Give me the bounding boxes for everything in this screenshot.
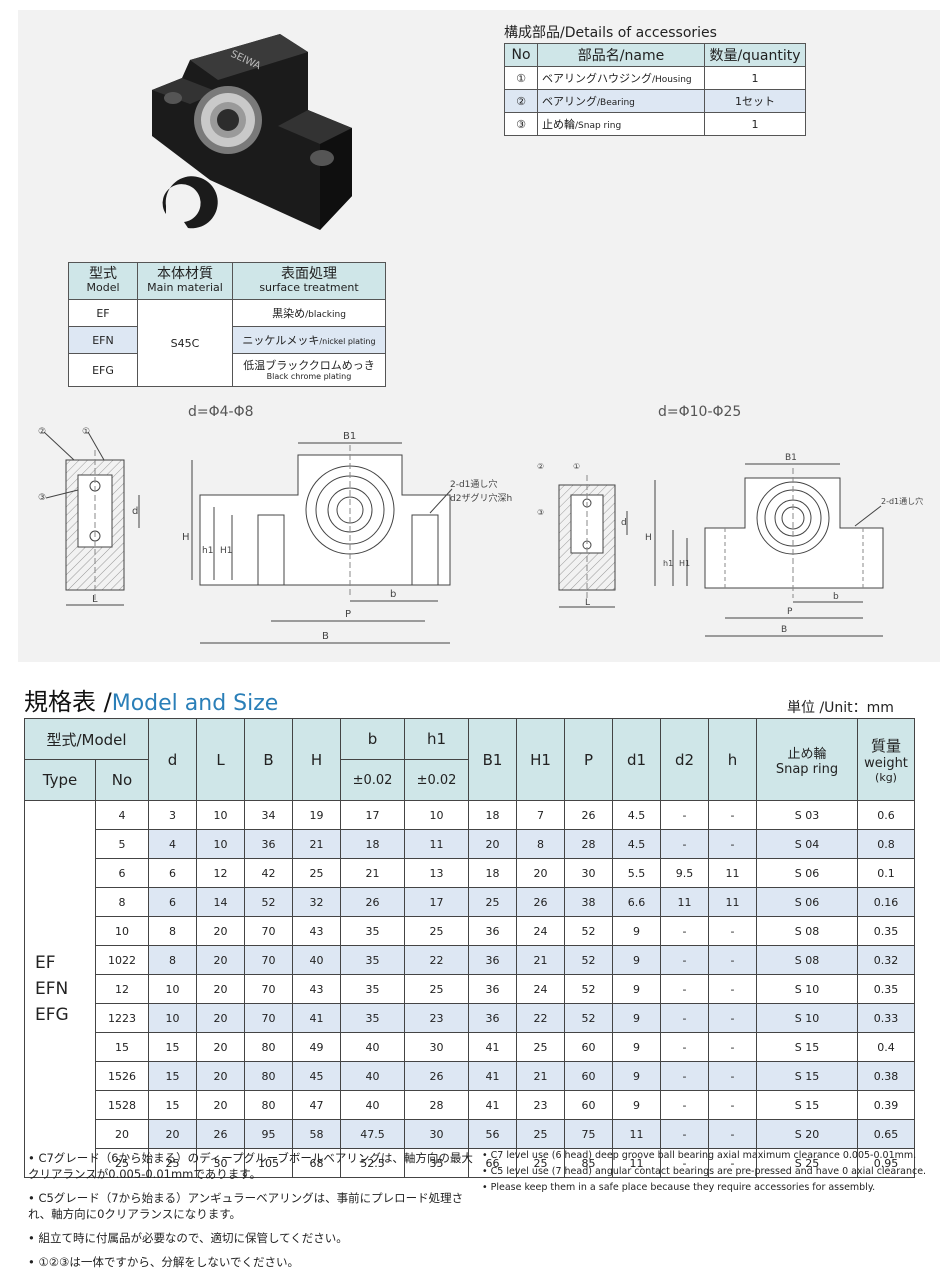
large-size-label: d=Φ10-Φ25 — [658, 404, 742, 420]
svg-text:h1: h1 — [202, 546, 213, 556]
svg-text:B1: B1 — [343, 431, 356, 442]
svg-text:B: B — [322, 631, 329, 642]
front-view-large: B1 B P b H h1 H1 2-d1通し穴 — [645, 453, 923, 637]
svg-text:①: ① — [573, 462, 580, 471]
accessories-table: No 部品名/name 数量/quantity ① ベアリングハウジング/Hou… — [504, 43, 806, 136]
svg-text:b: b — [833, 592, 839, 602]
svg-text:L: L — [585, 598, 590, 608]
svg-text:③: ③ — [38, 493, 46, 503]
svg-text:b: b — [390, 589, 396, 600]
svg-text:P: P — [345, 609, 351, 620]
table-row: ② ベアリング/Bearing 1セット — [504, 89, 806, 113]
spec-table: 型式/Model d L B H b h1 B1 H1 P d1 d2 h 止め… — [24, 718, 915, 1178]
svg-text:H1: H1 — [220, 546, 233, 556]
svg-text:L: L — [92, 594, 98, 605]
header-model: 型式/Model — [24, 718, 149, 760]
svg-text:2-d1通し穴: 2-d1通し穴 — [450, 478, 497, 490]
side-view-large: L d ② ① ③ — [537, 462, 628, 608]
svg-text:H1: H1 — [679, 559, 690, 568]
svg-text:H: H — [182, 532, 190, 543]
svg-text:H: H — [645, 533, 652, 543]
svg-text:②: ② — [38, 427, 46, 437]
svg-text:h1: h1 — [663, 559, 673, 568]
accessories-title: 構成部品/Details of accessories — [504, 25, 717, 41]
small-size-label: d=Φ4-Φ8 — [188, 404, 254, 420]
table-row: EF S45C 黒染め/blacking — [68, 299, 386, 387]
unit-label: 単位 /Unit：mm — [787, 700, 894, 716]
spec-title: 規格表 /Model and Size — [24, 688, 279, 716]
svg-text:d: d — [621, 518, 627, 528]
table-row: EFN ニッケルメッキ/nickel plating — [68, 326, 386, 354]
svg-text:①: ① — [82, 427, 90, 437]
acc-header-qty: 数量/quantity — [704, 43, 806, 67]
side-view-small: L d ② ① ③ — [38, 427, 140, 606]
main-material: S45C — [137, 299, 233, 387]
svg-text:③: ③ — [537, 508, 544, 517]
notes-japanese: • C7グレード（6から始まる）のディープグルーブボールベアリングは、軸方向の最… — [28, 1151, 473, 1269]
acc-header-no: No — [504, 43, 538, 67]
table-row: ① ベアリングハウジング/Housing 1 — [504, 66, 806, 90]
acc-header-name: 部品名/name — [537, 43, 705, 67]
svg-text:②: ② — [537, 462, 544, 471]
svg-text:B1: B1 — [785, 453, 797, 463]
front-view-small: B1 B P b H h1 H1 2-d1通し穴 d2ザグリ穴深h — [182, 431, 512, 644]
svg-text:d: d — [132, 506, 138, 517]
svg-text:2-d1通し穴: 2-d1通し穴 — [881, 496, 923, 506]
svg-text:d2ザグリ穴深h: d2ザグリ穴深h — [450, 492, 512, 504]
notes-english: • C7 level use (6 head) deep groove ball… — [482, 1150, 927, 1193]
product-image: SEIWA — [152, 34, 352, 230]
table-row: ③ 止め輪/Snap ring 1 — [504, 112, 806, 136]
svg-text:B: B — [781, 625, 787, 635]
svg-text:P: P — [787, 607, 793, 617]
